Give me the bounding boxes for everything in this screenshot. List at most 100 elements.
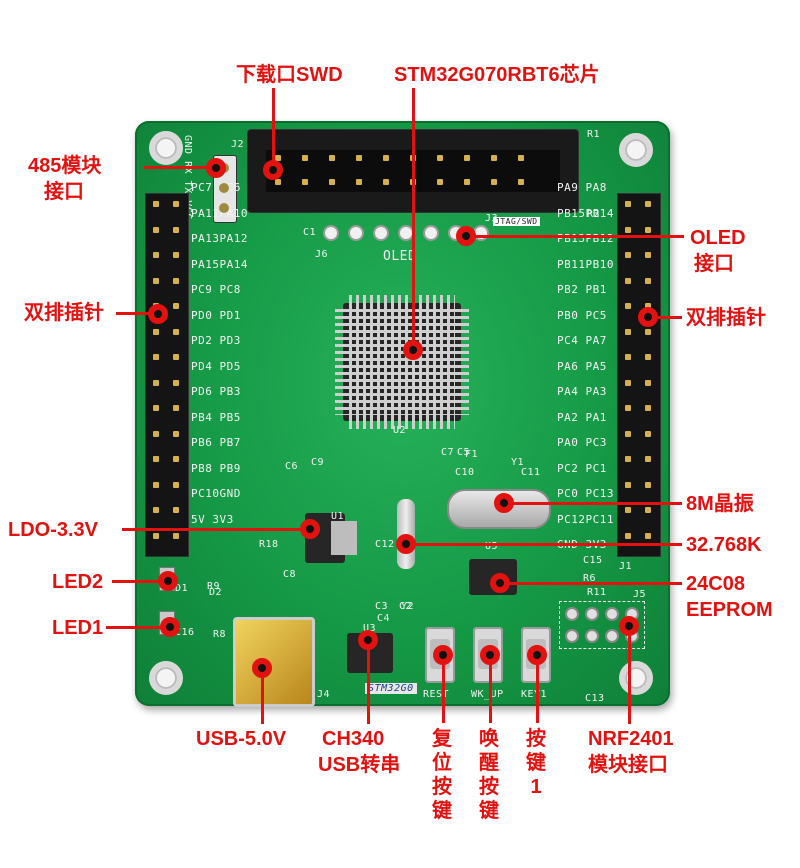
swd-pin <box>383 179 389 185</box>
header-pin <box>153 354 159 360</box>
swd-pin <box>437 179 443 185</box>
designator-label: U3 <box>363 623 377 634</box>
leader-ldo <box>122 528 302 531</box>
annotation-ch340-l2: USB转串 <box>318 754 401 776</box>
header-pin <box>645 405 651 411</box>
marker-usb <box>252 658 272 678</box>
rs485-pin <box>219 203 229 213</box>
header-pin <box>173 252 179 258</box>
wakeup-silk: WK_UP <box>471 689 504 700</box>
annotation-crystal-32k: 32.768K <box>686 534 762 556</box>
oled-silk-label: OLED <box>383 249 417 264</box>
designator-label: D1 <box>175 583 189 594</box>
header-pin <box>153 405 159 411</box>
left-pin-label: PB4 PB5 <box>191 410 241 424</box>
left-pin-label: PD2 PD3 <box>191 334 241 347</box>
header-pin <box>625 507 631 513</box>
mounting-hole-bottom-left <box>149 661 183 695</box>
header-pin <box>625 354 631 360</box>
header-pin <box>645 456 651 462</box>
annotation-usb: USB-5.0V <box>196 728 287 750</box>
right-pin-label: PA9 PA8 <box>557 181 607 194</box>
swd-pin <box>356 155 362 161</box>
marker-led2 <box>158 571 178 591</box>
designator-label: C13 <box>585 693 605 704</box>
marker-crystal-32k <box>396 534 416 554</box>
annotation-ch340-l1: CH340 <box>322 728 385 750</box>
designator-label: C8 <box>283 569 297 580</box>
designator-label: C16 <box>175 627 195 638</box>
annotation-header-left: 双排插针 <box>24 302 104 324</box>
swd-pin <box>329 179 335 185</box>
left-pin-label: 5V 3V3 <box>191 512 234 526</box>
designator-label: U5 <box>485 541 499 552</box>
mounting-hole-top-left <box>149 131 183 165</box>
annotation-header-right: 双排插针 <box>686 307 766 329</box>
designator-label: R11 <box>587 587 607 598</box>
mounting-hole-bottom-right <box>619 661 653 695</box>
annotation-reset: 复位按键 <box>432 728 452 822</box>
nrf-pin <box>565 629 579 643</box>
left-pin-label: PC9 PC8 <box>191 283 241 296</box>
designator-label: C10 <box>455 467 475 478</box>
annotation-led1: LED1 <box>52 617 104 639</box>
right-pin-label: PA2 PA1 <box>557 410 607 424</box>
header-pin <box>625 252 631 258</box>
left-pin-label: PD0 PD1 <box>191 308 241 322</box>
designator-label: J6 <box>315 249 329 260</box>
rs485-pin <box>219 183 229 193</box>
header-pin <box>173 430 179 437</box>
header-pin <box>625 277 631 284</box>
header-pin <box>153 328 159 335</box>
nrf-pin <box>585 629 599 643</box>
swd-pin <box>302 155 308 161</box>
right-pin-label: PB0 PC5 <box>557 308 607 322</box>
header-pin <box>625 226 631 233</box>
marker-rs485 <box>206 158 226 178</box>
header-pin <box>153 252 159 258</box>
designator-label: C15 <box>583 555 603 566</box>
header-pin <box>153 456 159 462</box>
right-pin-label: PB2 PB1 <box>557 283 607 296</box>
designator-label: Y1 <box>511 457 525 468</box>
header-pin <box>625 303 631 309</box>
designator-label: C5 <box>457 447 471 458</box>
header-pin <box>645 328 651 335</box>
designator-label: C6 <box>285 461 299 472</box>
swd-pin <box>491 179 497 185</box>
swd-pin <box>437 155 443 161</box>
annotation-nrf-l1: NRF2401 <box>588 728 674 750</box>
swd-pin <box>302 179 308 185</box>
header-pin <box>645 354 651 360</box>
header-pin <box>173 226 179 233</box>
designator-label: C1 <box>303 227 317 238</box>
right-pin-label: PB15PB14 <box>557 206 614 220</box>
right-pin-label: PB11PB10 <box>557 257 614 271</box>
header-pin <box>625 481 631 488</box>
right-pin-label: PC12PC11 <box>557 512 614 526</box>
header-pin <box>645 532 651 539</box>
left-pin-label: PD6 PB3 <box>191 385 241 398</box>
header-pin <box>625 379 631 386</box>
left-pin-label: PB6 PB7 <box>191 436 241 449</box>
annotation-wakeup: 唤醒按键 <box>479 728 499 822</box>
oled-pin <box>423 225 439 241</box>
header-pin <box>173 456 179 462</box>
right-pin-label: PB13PB12 <box>557 232 614 245</box>
annotation-led2: LED2 <box>52 571 104 593</box>
oled-pin <box>323 225 339 241</box>
usb-mini-connector <box>233 617 315 707</box>
right-pin-label: PA4 PA3 <box>557 385 607 398</box>
header-pin <box>173 532 179 539</box>
left-pin-label: PA13PA12 <box>191 232 248 245</box>
designator-label: R6 <box>583 573 597 584</box>
header-pin <box>153 507 159 513</box>
marker-nrf <box>619 616 639 636</box>
header-pin <box>153 481 159 488</box>
swd-pin <box>275 179 281 185</box>
leader-key1 <box>536 663 539 723</box>
right-pin-header <box>617 193 661 557</box>
header-pin <box>173 328 179 335</box>
left-pin-label: PC7 PC6 <box>191 181 241 194</box>
